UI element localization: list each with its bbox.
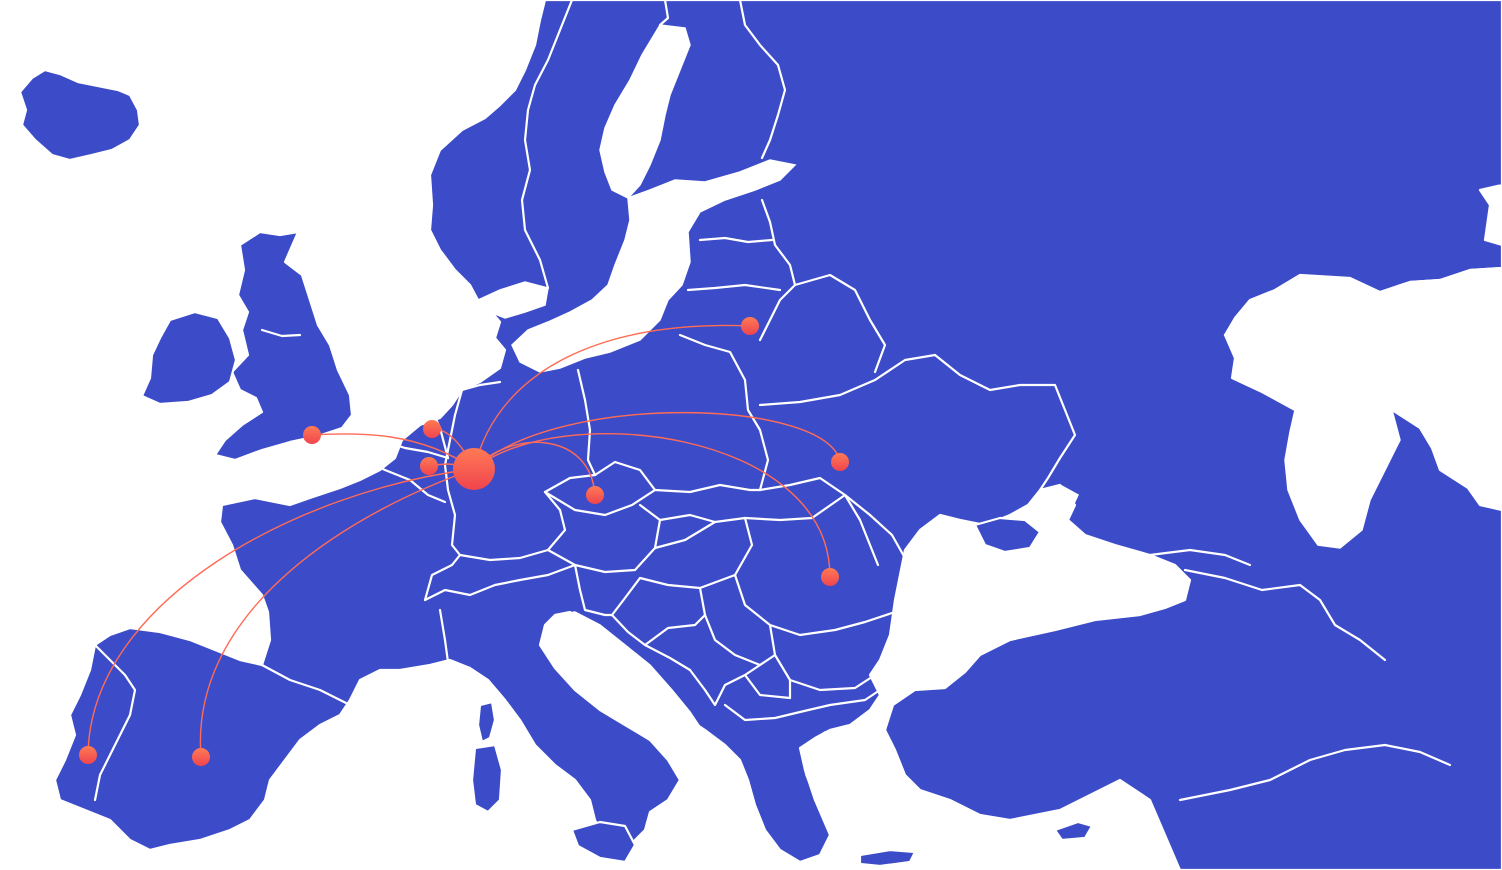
border-finland-russia [738,0,787,160]
land-crete [858,848,917,868]
land-crimea [973,516,1042,554]
border-belarus-ukraine [758,353,937,407]
border-moldova [843,493,880,567]
border-norway-sweden [520,0,574,290]
land-sicily [570,820,637,864]
water-gulf-of-bothnia [599,24,691,199]
border-denmark-germany [460,380,502,392]
route-line-lviv [473,411,841,470]
route-line-london [311,433,475,470]
border-france-spain [260,663,352,707]
hub-marker[interactable] [453,448,495,490]
water-caspian-sea [1284,391,1401,549]
water-adriatic-sea [554,611,703,741]
location-marker-madrid[interactable] [192,748,210,766]
border-north-macedonia [743,673,792,700]
border-italy-slovenia [573,563,614,617]
water-skagerrak [476,281,549,319]
route-line-vilnius [473,324,751,470]
location-marker-vilnius[interactable] [741,317,759,335]
location-marker-lviv[interactable] [831,453,849,471]
border-bosnia [643,613,707,647]
location-marker-brussels[interactable] [420,457,438,475]
location-marker-lisbon[interactable] [79,746,97,764]
border-layer [93,0,1502,802]
border-switzerland [423,563,577,602]
route-line-lisbon [87,468,475,756]
water-aegean-sea [799,711,891,832]
land-sardinia [470,743,504,814]
route-line-madrid [199,468,475,758]
border-uk-scotland [260,328,302,338]
water-baltic-sea [511,159,797,373]
border-greece [723,688,882,722]
border-latvia-lithuania [686,283,782,292]
land-ireland [140,310,238,406]
marker-layer [79,317,849,766]
border-baltics-east [758,198,797,342]
land-great-britain [213,230,354,462]
border-turkey-syria [1178,743,1452,802]
land-iceland [18,68,142,162]
location-marker-bucharest[interactable] [821,568,839,586]
border-czech-slovakia [653,483,762,494]
border-germany-poland [576,368,597,477]
border-serbia [698,586,777,667]
border-russia-kazakhstan [1223,266,1502,337]
border-belarus-russia [793,273,887,374]
route-line-bucharest [473,432,831,578]
border-czechia [543,460,657,517]
border-germany-south [458,473,597,562]
border-estonia-latvia [698,236,774,244]
border-switzerland-north [423,553,462,602]
border-ukraine-russia [933,353,1077,492]
land-corsica [476,700,497,744]
border-belgium-netherlands [378,438,450,460]
border-slovakia-hungary [658,513,717,524]
water-sea-of-azov [1037,484,1079,516]
location-marker-london[interactable] [303,426,321,444]
border-caucasus [1183,568,1387,662]
border-italy-north [438,608,472,670]
border-romania [743,493,847,522]
location-marker-amsterdam[interactable] [423,420,441,438]
border-netherlands-germany [418,393,450,460]
border-bulgaria [768,623,877,692]
water-layer [476,24,1401,832]
land-layer [18,0,1502,870]
location-marker-prague[interactable] [586,486,604,504]
border-germany-west [443,388,464,557]
border-romania-south [733,573,897,637]
land-cyprus [1053,820,1094,842]
border-hungary [638,516,754,590]
border-georgia-turkey [1148,548,1252,567]
border-spain-portugal [93,643,137,802]
border-sweden-finland [658,0,670,27]
border-montenegro-albania [688,663,762,707]
border-poland-east [678,333,770,492]
border-balkans-west [610,576,692,672]
